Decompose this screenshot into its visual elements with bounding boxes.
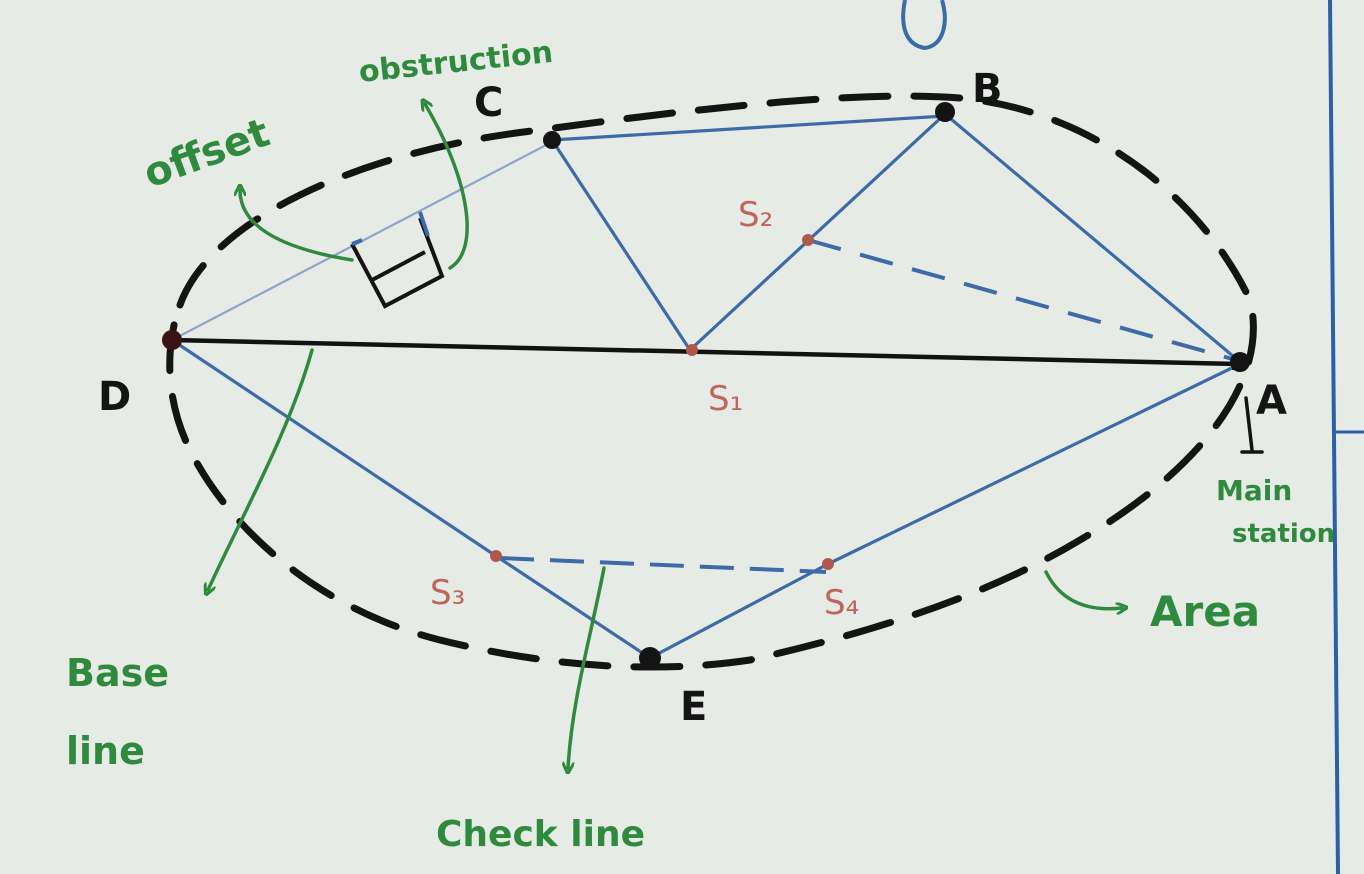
label-main-station-2: station [1232,519,1335,549]
station-S2-point [802,234,814,246]
line-C-S1 [550,139,692,351]
label-B: B [972,66,1003,112]
label-S3: S₃ [430,573,465,613]
main-stations [162,102,1250,669]
label-base-line-1: Base [66,651,169,695]
obstruction-arrow [425,104,469,270]
station-A-point [1230,352,1250,372]
obstruction-symbol [350,211,445,309]
cut-off-letter [901,0,947,51]
station-C-point [543,131,561,149]
station-S3-point [490,550,502,562]
line-B-A [943,112,1242,364]
survey-network [171,112,1242,660]
station-S1-point [686,344,698,356]
line-E-S4 [649,562,829,660]
label-main-station-1: Main [1216,474,1292,507]
label-check-line: Check line [436,814,645,855]
offset-arrow [240,190,354,262]
annotation-arrows [208,104,1264,768]
line-S4-A [827,362,1241,566]
station-B-point [935,102,955,122]
station-E-point [639,647,661,669]
base-line-D-A [171,337,1238,364]
area-arrow [1044,570,1122,609]
label-S2: S₂ [738,195,773,235]
check-line-S2-A [807,238,1237,362]
check-line-S3-S4 [499,556,827,574]
main-station-arrow [1244,396,1254,452]
label-A: A [1256,378,1287,424]
label-D: D [98,374,131,420]
check-line-arrow [568,566,606,768]
station-D-point [162,330,182,350]
label-base-line-2: line [66,729,145,773]
station-S4-point [822,558,834,570]
subsidiary-stations [490,234,834,570]
base-line-arrow [208,348,314,590]
margin-rule [1328,0,1340,874]
label-area: Area [1150,587,1260,636]
line-S3-E [495,554,651,660]
label-S1: S₁ [708,379,743,419]
line-D-S3 [171,338,497,558]
line-C-B [551,114,946,142]
line-S1-B [688,112,947,352]
area-boundary [166,92,1257,671]
label-E: E [680,684,707,730]
label-C: C [474,80,503,126]
label-S4: S₄ [824,583,859,623]
